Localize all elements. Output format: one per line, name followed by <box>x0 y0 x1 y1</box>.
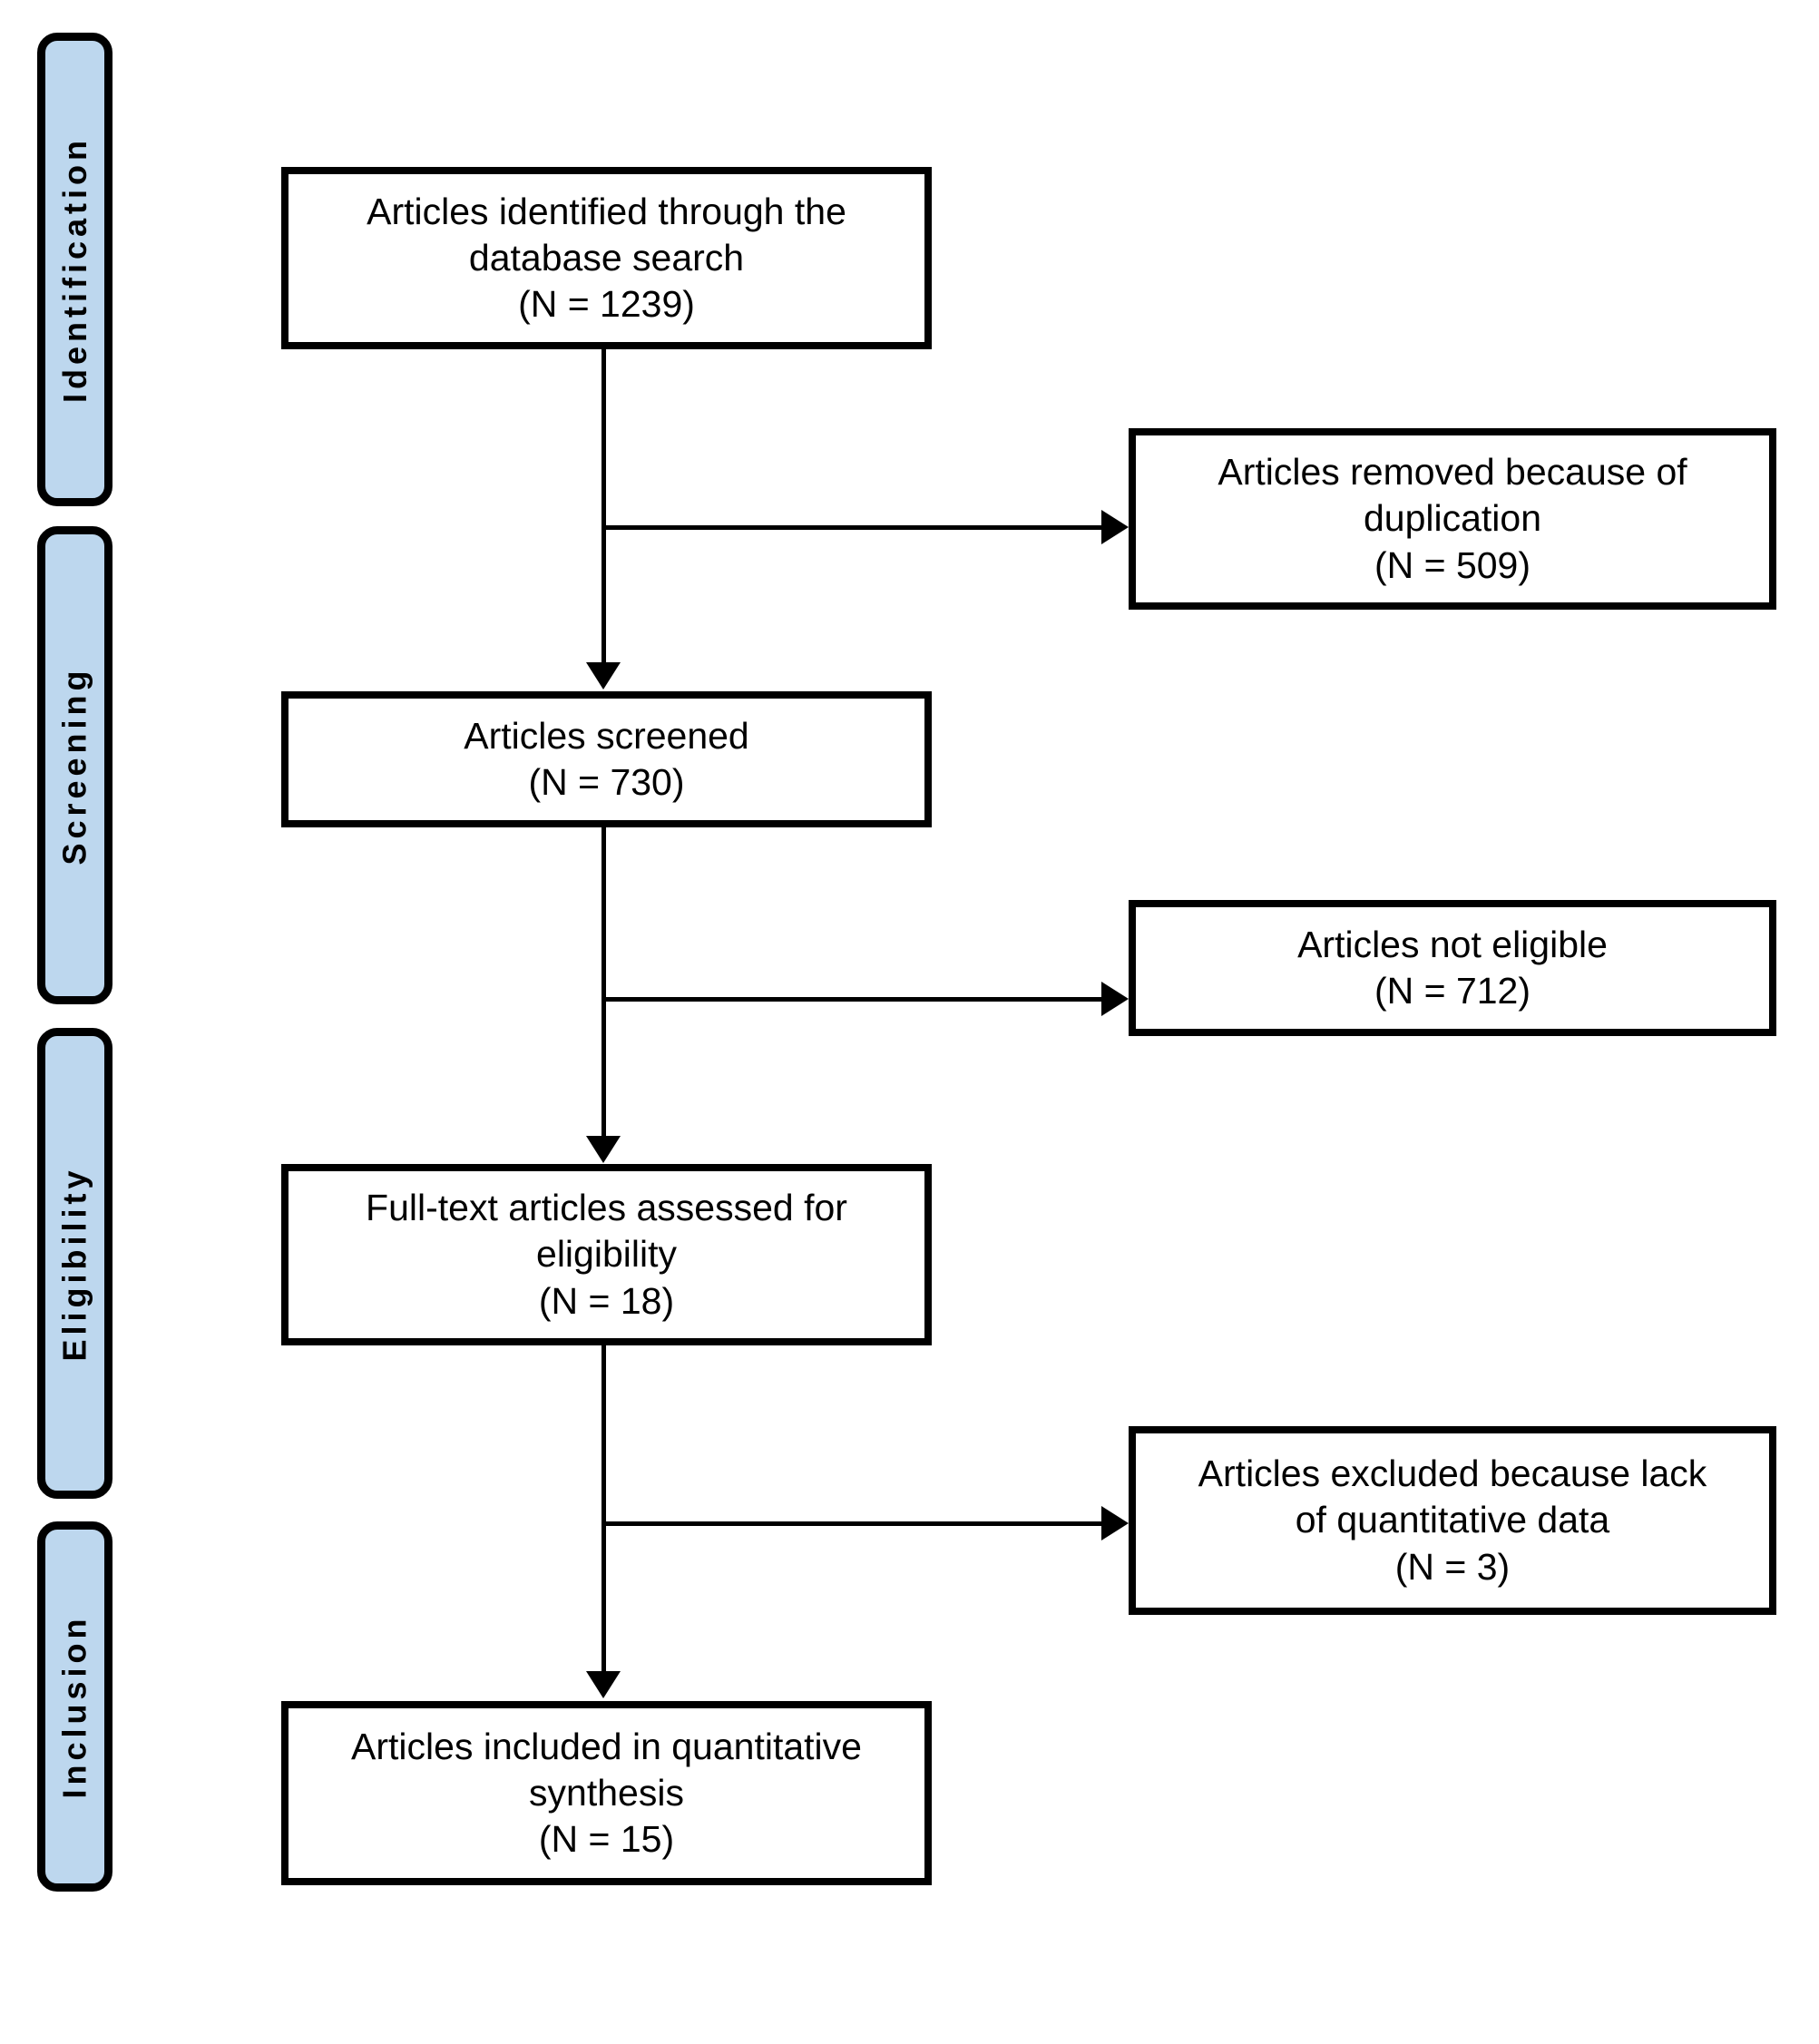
arrowhead-to-fulltext <box>586 1136 621 1163</box>
flow-box-line: duplication <box>1363 497 1542 540</box>
flow-box-not-eligible: Articles not eligible (N = 712) <box>1129 900 1776 1036</box>
stage-tab-label: Identification <box>55 136 93 403</box>
flow-box-line: Articles not eligible <box>1297 923 1608 965</box>
flow-box-line: Articles excluded because lack <box>1198 1452 1707 1495</box>
flow-box-line: of quantitative data <box>1295 1499 1610 1541</box>
flow-box-excluded-no-quantitative-data: Articles excluded because lack of quanti… <box>1129 1426 1776 1615</box>
flow-box-line: database search <box>468 236 745 279</box>
stage-tab-label: Inclusion <box>55 1614 93 1799</box>
flow-box-line: (N = 509) <box>1374 543 1531 586</box>
flow-box-line: eligibility <box>536 1233 677 1276</box>
arrowhead-to-not-eligible <box>1101 982 1129 1016</box>
flow-box-line: synthesis <box>529 1771 684 1814</box>
flow-box-screened: Articles screened (N = 730) <box>281 691 932 827</box>
stage-tab-label: Screening <box>55 665 93 866</box>
flow-box-line: (N = 15) <box>538 1818 675 1861</box>
stage-tab-screening: Screening <box>37 526 112 1004</box>
connector-line-identified-to-screened <box>601 349 606 664</box>
arrowhead-to-removed-duplication <box>1101 510 1129 544</box>
flow-box-line: (N = 730) <box>528 761 685 803</box>
flow-box-line: Full-text articles assessed for <box>366 1187 847 1229</box>
stage-tab-identification: Identification <box>37 33 112 506</box>
flow-box-included: Articles included in quantitative synthe… <box>281 1701 932 1885</box>
flow-box-line: Articles screened <box>464 714 749 757</box>
flow-box-line: Articles included in quantitative <box>351 1725 862 1767</box>
arrowhead-to-screened <box>586 662 621 689</box>
arrowhead-to-included <box>586 1671 621 1698</box>
connector-line-to-excluded <box>603 1521 1103 1526</box>
flow-box-line: (N = 3) <box>1394 1545 1511 1588</box>
connector-line-screened-to-fulltext <box>601 827 606 1138</box>
flow-box-fulltext-assessed: Full-text articles assessed for eligibil… <box>281 1164 932 1345</box>
flow-box-removed-duplication: Articles removed because of duplication … <box>1129 428 1776 610</box>
flow-box-line: Articles identified through the <box>367 190 846 232</box>
stage-tab-eligibility: Eligibility <box>37 1028 112 1499</box>
connector-line-to-not-eligible <box>603 997 1103 1002</box>
flow-box-line: (N = 712) <box>1374 970 1531 1012</box>
flow-box-line: (N = 1239) <box>518 283 695 326</box>
flow-box-line: Articles removed because of <box>1218 451 1687 494</box>
stage-tab-inclusion: Inclusion <box>37 1521 112 1892</box>
arrowhead-to-excluded <box>1101 1506 1129 1540</box>
stage-tab-label: Eligibility <box>55 1165 93 1362</box>
flow-box-line: (N = 18) <box>538 1279 675 1322</box>
connector-line-fulltext-to-included <box>601 1345 606 1672</box>
connector-line-to-removed-duplication <box>603 525 1103 530</box>
flow-box-identified: Articles identified through the database… <box>281 167 932 349</box>
